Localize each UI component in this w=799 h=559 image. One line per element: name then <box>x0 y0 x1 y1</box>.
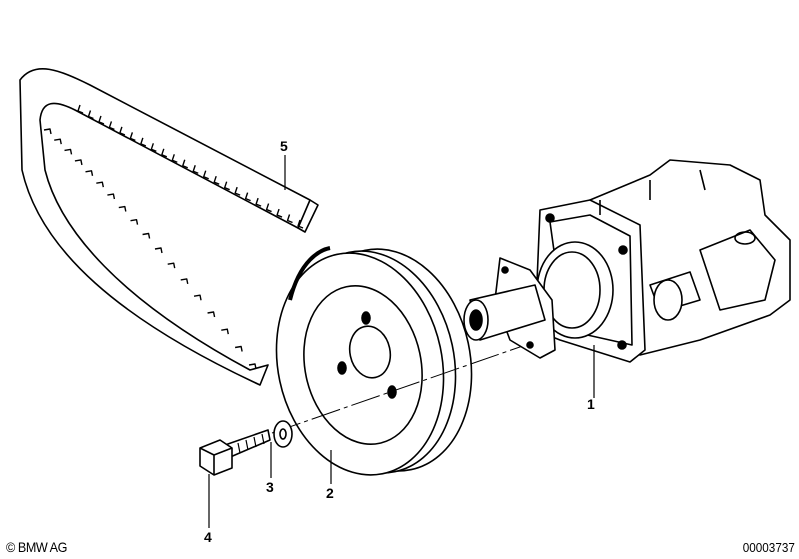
belt-tooth <box>119 126 126 136</box>
belt-tooth <box>140 137 147 147</box>
power-steering-pump[interactable] <box>463 159 791 363</box>
belt-tooth <box>107 193 116 200</box>
belt-tooth <box>171 154 178 163</box>
callout-4[interactable]: 4 <box>204 529 212 545</box>
belt-tooth <box>286 214 293 224</box>
belt-tooth <box>193 294 202 301</box>
callout-2[interactable]: 2 <box>326 485 334 501</box>
belt-tooth <box>221 328 229 335</box>
belt-tooth <box>223 181 230 191</box>
belt-tooth <box>182 159 189 169</box>
pulley[interactable] <box>257 233 492 490</box>
belt-tooth <box>255 197 262 207</box>
belt-tooth <box>248 363 257 370</box>
belt-tooth <box>77 104 84 114</box>
belt-tooth <box>43 128 52 135</box>
belt-tooth <box>180 278 189 285</box>
diagram-number: 00003737 <box>742 540 795 555</box>
belt-tooth <box>108 121 115 131</box>
belt-tooth <box>161 148 168 158</box>
belt-tooth <box>154 247 163 254</box>
belt-tooth <box>98 115 105 125</box>
belt-tooth <box>118 205 127 212</box>
belt-tooth <box>234 345 243 352</box>
belt-tooth <box>265 203 272 213</box>
belt-tooth <box>150 143 157 152</box>
callout-5[interactable]: 5 <box>280 138 288 154</box>
belt-tooth <box>54 138 62 145</box>
callout-1[interactable]: 1 <box>587 396 595 412</box>
belt-tooth <box>276 208 283 218</box>
belt-tooth <box>192 165 199 174</box>
belt-tooth <box>85 170 94 176</box>
callout-3[interactable]: 3 <box>266 479 274 495</box>
bolt[interactable] <box>199 429 271 476</box>
belt-tooth <box>203 170 209 180</box>
belt-tooth <box>167 262 176 269</box>
v-belt[interactable] <box>19 68 319 386</box>
leader-lines <box>208 155 595 528</box>
belt-tooth <box>234 186 241 196</box>
belt-tooth <box>130 218 139 225</box>
belt-tooth <box>129 132 136 142</box>
belt-tooth <box>64 148 73 155</box>
belt-tooth <box>142 232 151 239</box>
belt-tooth <box>297 219 304 229</box>
belt-tooth <box>87 110 94 120</box>
washer[interactable] <box>273 420 293 448</box>
belt-tooth <box>244 192 251 202</box>
belt-tooth <box>74 159 83 166</box>
belt-tooth <box>213 175 220 185</box>
copyright-text: © BMW AG <box>6 539 67 555</box>
belt-tooth <box>96 181 105 188</box>
belt-tooth <box>207 311 216 318</box>
